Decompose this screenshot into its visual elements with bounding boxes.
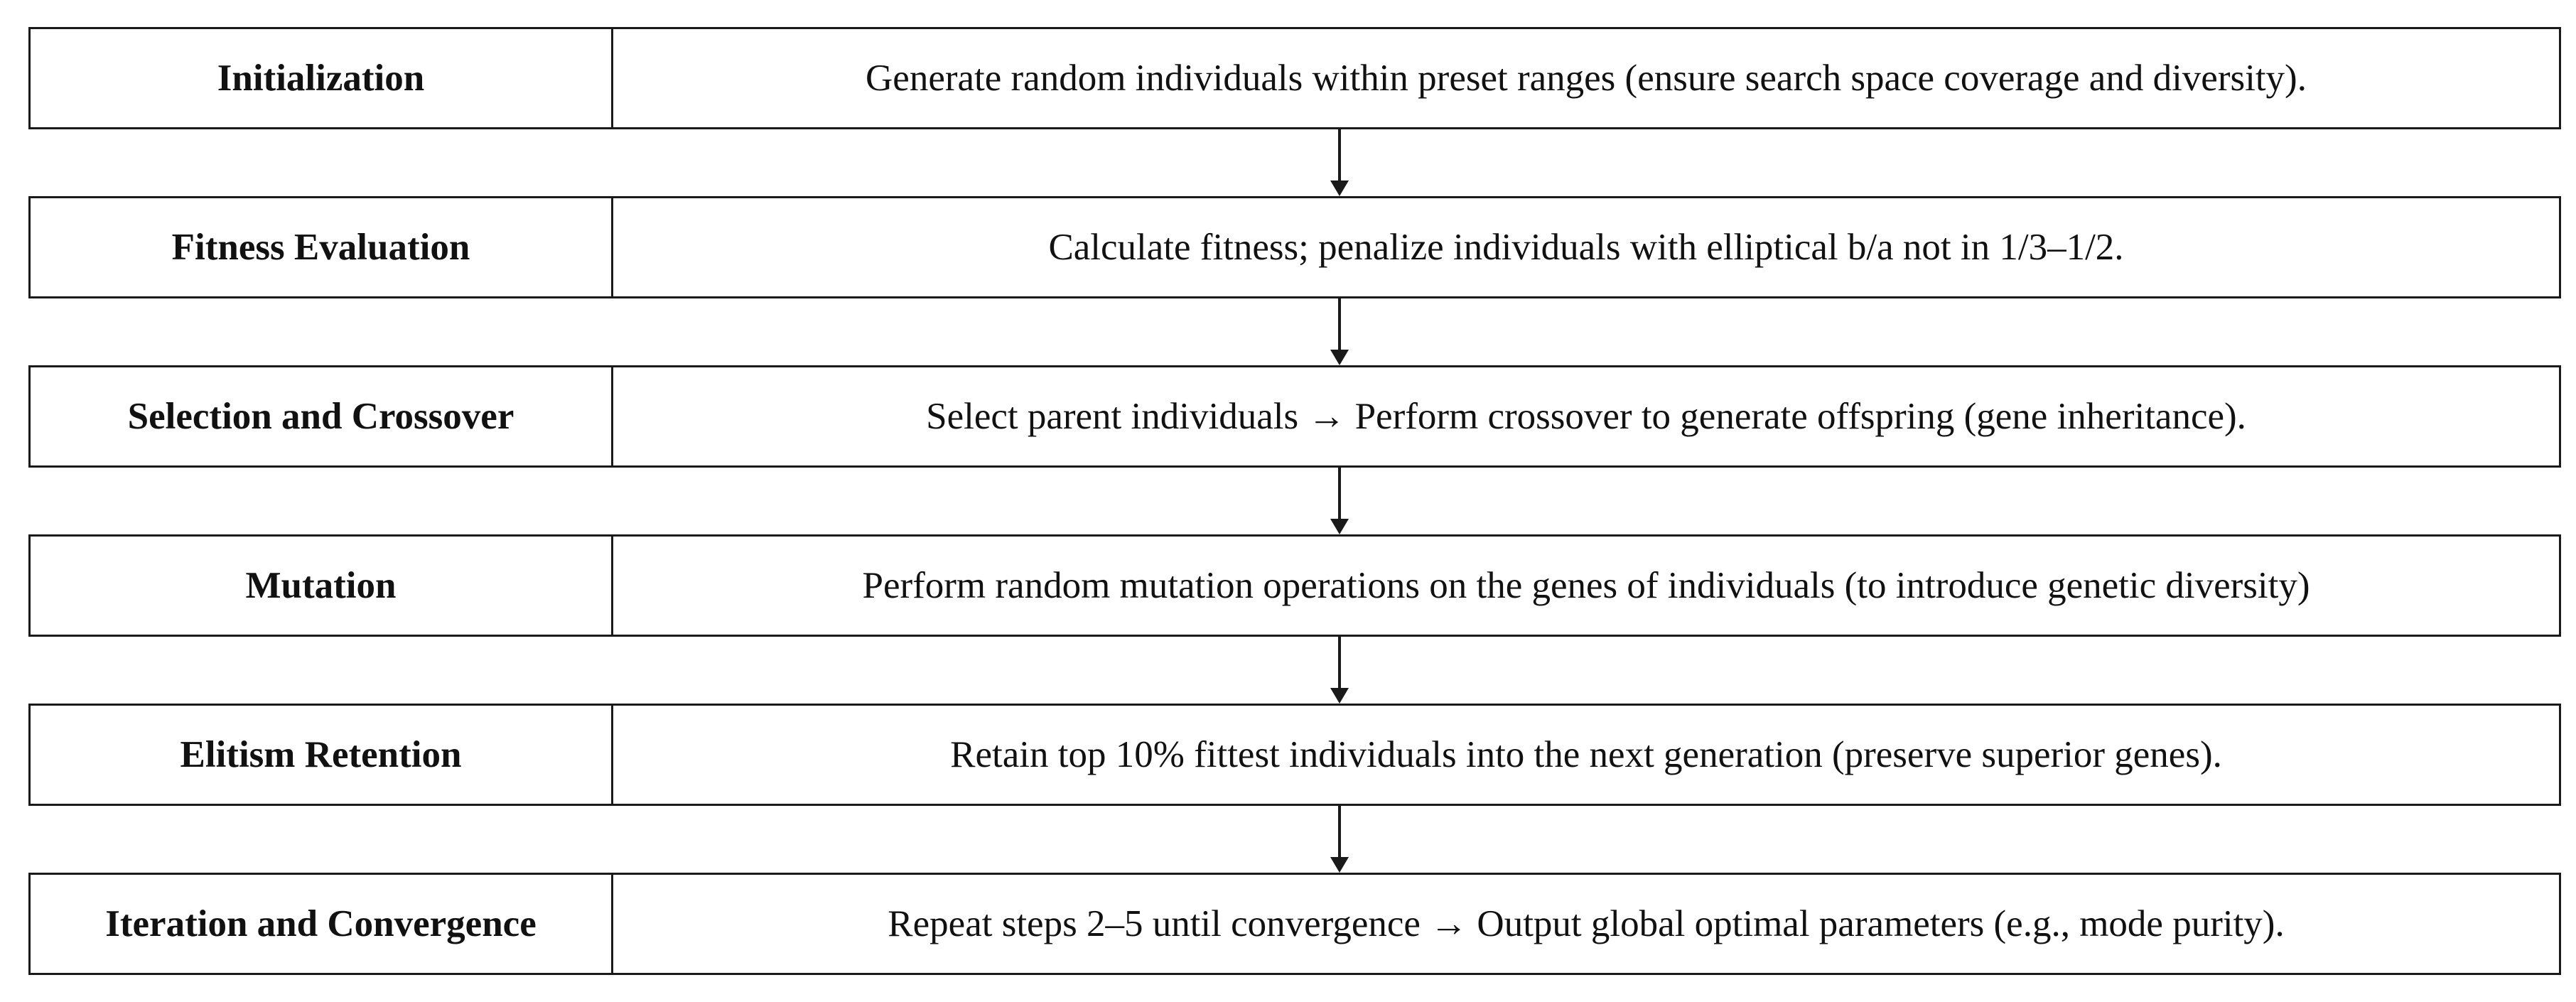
step-fitness-evaluation: Fitness Evaluation Calculate fitness; pe… — [28, 196, 2561, 298]
down-arrow-icon — [1330, 298, 1349, 365]
down-arrow-icon — [1330, 806, 1349, 873]
step-title: Elitism Retention — [31, 706, 613, 804]
step-description: Select parent individuals → Perform cros… — [926, 396, 2246, 437]
step-elitism-retention: Elitism Retention Retain top 10% fittest… — [28, 704, 2561, 806]
step-title: Mutation — [31, 537, 613, 635]
step-title: Iteration and Convergence — [31, 875, 613, 973]
step-description: Calculate fitness; penalize individuals … — [1048, 227, 2124, 268]
step-description: Repeat steps 2–5 until convergence → Out… — [888, 903, 2285, 944]
step-description: Generate random individuals within prese… — [866, 58, 2307, 99]
step-mutation: Mutation Perform random mutation operati… — [28, 534, 2561, 637]
step-title: Initialization — [31, 29, 613, 127]
step-iteration-convergence: Iteration and Convergence Repeat steps 2… — [28, 873, 2561, 975]
step-description: Retain top 10% fittest individuals into … — [950, 734, 2222, 775]
step-description: Perform random mutation operations on th… — [862, 565, 2310, 606]
step-selection-crossover: Selection and Crossover Select parent in… — [28, 365, 2561, 468]
step-initialization: Initialization Generate random individua… — [28, 27, 2561, 129]
step-title: Selection and Crossover — [31, 367, 613, 465]
down-arrow-icon — [1330, 637, 1349, 704]
down-arrow-icon — [1330, 129, 1349, 196]
step-title: Fitness Evaluation — [31, 198, 613, 296]
down-arrow-icon — [1330, 468, 1349, 534]
